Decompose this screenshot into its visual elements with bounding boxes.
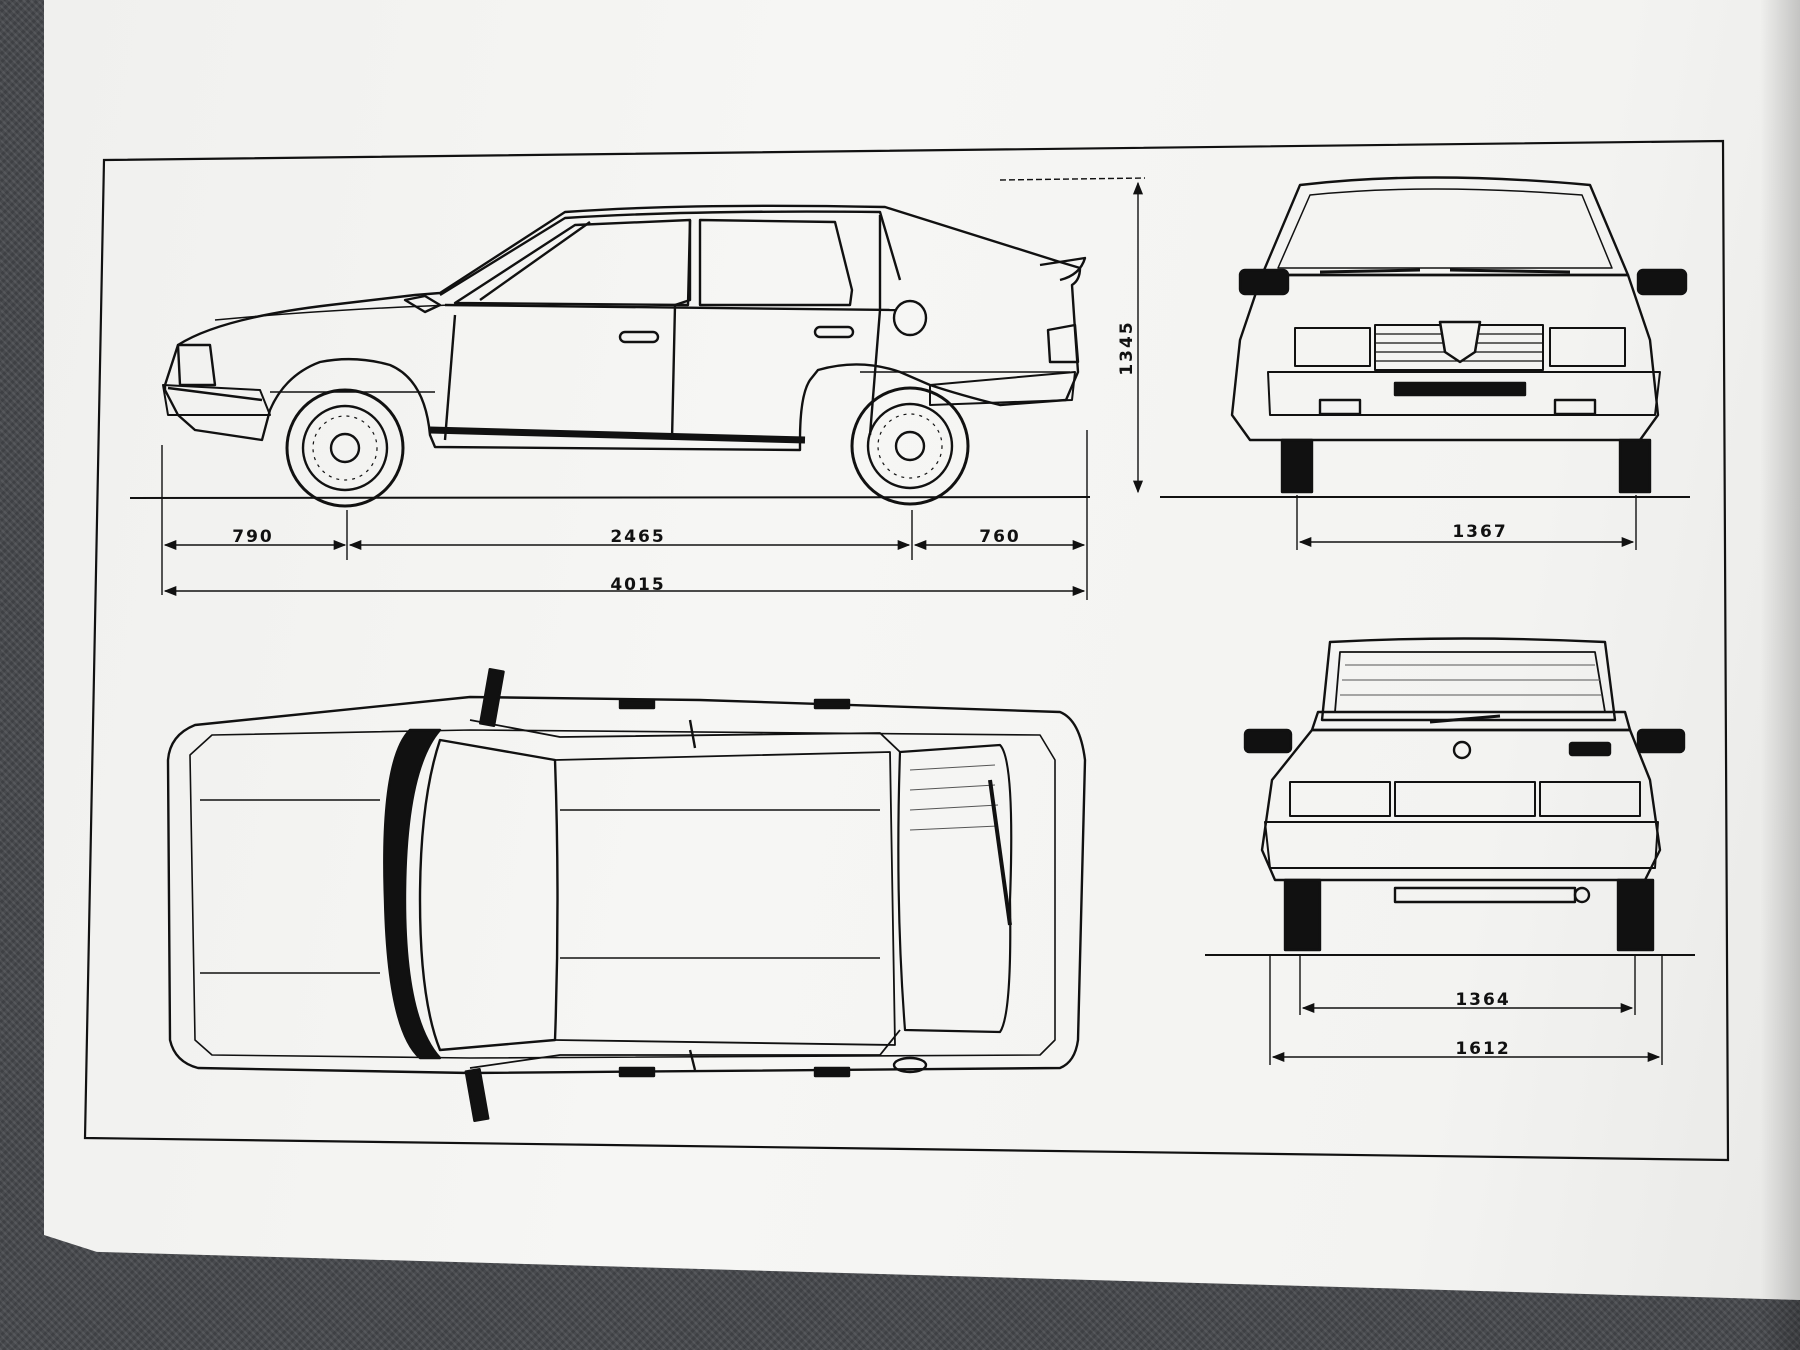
drawing-frame (83, 139, 1730, 1162)
car-side-view (129, 204, 1091, 508)
overall-length-label: 4015 (610, 575, 665, 595)
rear-overhang-label: 760 (979, 527, 1021, 547)
wheelbase-label: 2465 (610, 527, 665, 547)
front-track-dimension (1296, 495, 1637, 550)
rear-dimension-lines (1269, 955, 1663, 1065)
page-edge-shadow (1760, 0, 1800, 1350)
book-page (44, 0, 1800, 1300)
overall-width-label: 1612 (1455, 1039, 1510, 1059)
overall-height-label: 1345 (1117, 320, 1137, 375)
rear-badge-icon (1452, 740, 1472, 760)
side-dimension-lines (161, 177, 1146, 600)
rear-track-label: 1364 (1455, 990, 1510, 1010)
alfa-romeo-badge-icon (1438, 320, 1482, 364)
car-rear-view (1205, 637, 1695, 956)
car-front-view (1160, 176, 1690, 498)
car-top-view (166, 667, 1087, 1123)
front-overhang-label: 790 (232, 527, 274, 547)
front-track-label: 1367 (1452, 522, 1507, 542)
